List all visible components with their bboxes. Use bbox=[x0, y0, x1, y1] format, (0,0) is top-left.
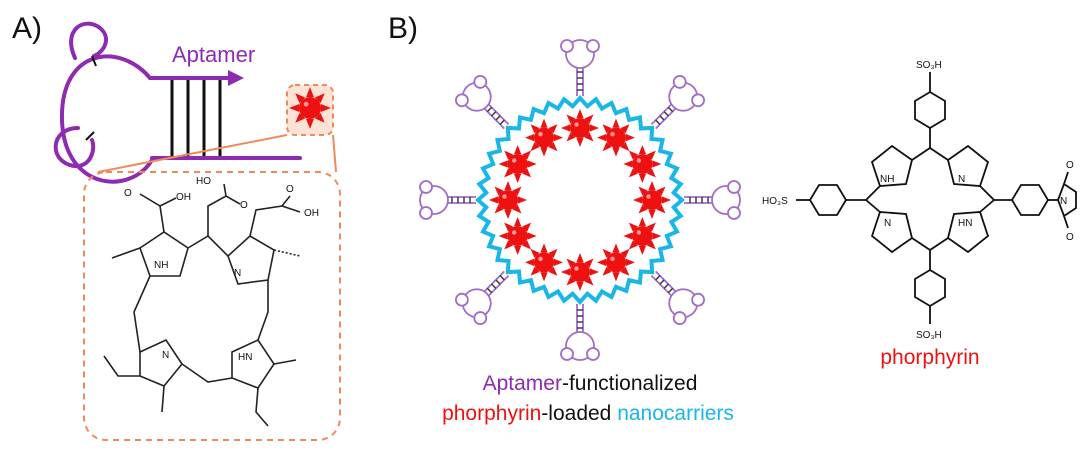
loaded-photosensitizer-star bbox=[498, 217, 537, 255]
nanocarrier-zigzag-outline bbox=[474, 94, 686, 306]
caption-loaded: -loaded bbox=[541, 402, 612, 425]
svg-text:SO₃H: SO₃H bbox=[916, 60, 942, 71]
svg-text:O: O bbox=[1066, 160, 1074, 171]
svg-text:OH: OH bbox=[304, 208, 319, 219]
photosensitizer-star bbox=[289, 87, 331, 129]
svg-text:N: N bbox=[958, 174, 965, 185]
svg-text:N: N bbox=[1060, 196, 1067, 207]
caption-functionalized: -functionalized bbox=[561, 372, 698, 395]
loaded-photosensitizer-star bbox=[597, 118, 635, 157]
aptamer-label: Aptamer bbox=[172, 42, 255, 67]
aptamer-ligands bbox=[419, 39, 741, 361]
aptamer-ligand bbox=[455, 75, 510, 130]
porphyrin-name: phorphyrin bbox=[880, 346, 980, 369]
zoom-line-right bbox=[332, 134, 337, 173]
loaded-photosensitizer-star bbox=[597, 243, 635, 282]
loaded-photosensitizer-star bbox=[489, 181, 527, 219]
nanocarrier-shell bbox=[474, 94, 686, 306]
porphyrin-molecule bbox=[796, 72, 1077, 324]
aptamer-ligand bbox=[650, 270, 705, 325]
aptamer-ligand bbox=[560, 304, 600, 361]
svg-text:NH: NH bbox=[880, 174, 894, 185]
aptamer-ligand bbox=[455, 270, 510, 325]
loaded-photosensitizer-star bbox=[561, 109, 599, 147]
chlorin-molecule bbox=[103, 183, 301, 427]
photosensitizer-star-shape bbox=[289, 87, 331, 129]
caption-aptamer: Aptamer bbox=[482, 372, 562, 395]
aptamer-ligand bbox=[419, 180, 476, 220]
caption-line-2: phorphyrin-loaded nanocarriers bbox=[396, 402, 780, 426]
loaded-photosensitizer-star bbox=[623, 145, 662, 183]
loaded-photosensitizer-star bbox=[623, 217, 662, 255]
svg-text:O: O bbox=[124, 188, 132, 199]
svg-text:N: N bbox=[884, 218, 891, 229]
svg-text:N: N bbox=[234, 268, 241, 279]
loaded-photosensitizer-star bbox=[525, 118, 563, 157]
svg-text:OH: OH bbox=[176, 192, 191, 203]
svg-text:O: O bbox=[286, 184, 294, 195]
svg-text:O: O bbox=[240, 200, 248, 211]
aptamer-stem-rungs bbox=[85, 55, 222, 156]
chlorin-atom-labels: O OH HO O O OH NH N N HN bbox=[124, 176, 319, 363]
panel-b-label: B) bbox=[388, 12, 418, 45]
aptamer-ligand bbox=[684, 180, 741, 220]
svg-text:HN: HN bbox=[958, 218, 972, 229]
loaded-photosensitizer-star bbox=[561, 253, 599, 291]
svg-text:HO₃S: HO₃S bbox=[762, 196, 788, 207]
caption-phorphyrin: phorphyrin bbox=[442, 402, 542, 425]
svg-text:NH: NH bbox=[154, 260, 168, 271]
porphyrin-atom-labels: SO₃H SO₃H HO₃S NH HN N N N O O bbox=[762, 60, 1074, 341]
svg-text:HO: HO bbox=[196, 176, 211, 187]
svg-text:SO₃H: SO₃H bbox=[916, 330, 942, 341]
caption-nanocarriers: nanocarriers bbox=[617, 402, 734, 425]
loaded-photosensitizer-star bbox=[498, 145, 537, 183]
svg-text:HN: HN bbox=[238, 352, 252, 363]
loaded-photosensitizer-star bbox=[633, 181, 671, 219]
loaded-photosensitizers bbox=[489, 109, 671, 291]
molecule-zoom-box bbox=[83, 171, 341, 441]
aptamer-ligand bbox=[560, 39, 600, 96]
loaded-photosensitizer-star bbox=[525, 243, 563, 282]
aptamer-ligand bbox=[650, 75, 705, 130]
aptamer-arrowhead bbox=[228, 70, 244, 86]
caption-line-1: Aptamer-functionalized bbox=[440, 372, 740, 396]
svg-text:O: O bbox=[1066, 232, 1074, 243]
svg-text:N: N bbox=[162, 350, 169, 361]
zoom-line-left bbox=[97, 134, 288, 173]
panel-a-label: A) bbox=[12, 12, 42, 45]
aptamer-diagram bbox=[53, 21, 302, 184]
